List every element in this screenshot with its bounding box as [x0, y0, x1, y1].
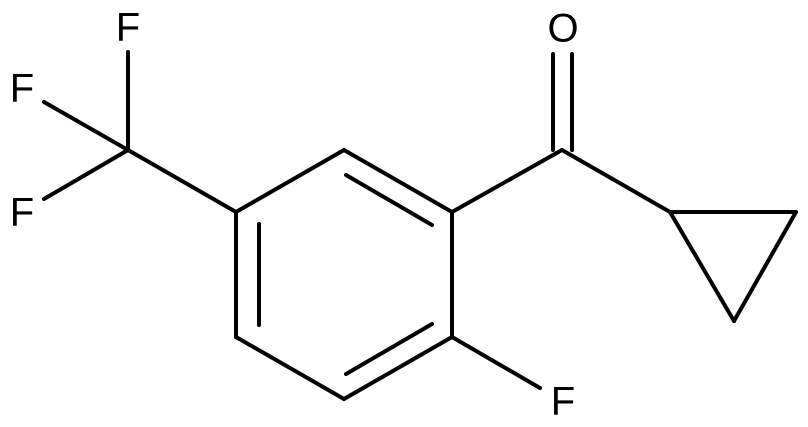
atom-fluorine-top: F — [116, 6, 140, 50]
bond-cf3-f-left — [42, 100, 130, 152]
bond-cyclopropyl-c — [668, 210, 736, 323]
bond-ring-c1-c2 — [234, 148, 346, 214]
atom-fluorine-left: F — [10, 67, 34, 111]
bond-ring-c4-c5 — [342, 335, 454, 401]
bond-ring-c4-c5-inner — [344, 322, 434, 376]
bond-ring-carbonyl — [450, 148, 564, 214]
atom-fluorine-ring: F — [551, 380, 575, 424]
bond-cyclopropyl-b — [732, 210, 798, 323]
atom-oxygen: O — [547, 7, 578, 51]
bond-cf3-f-bottom-left — [42, 148, 130, 201]
bond-ring-c2-c3-inner — [344, 173, 434, 227]
bond-ring-c5-c6 — [234, 335, 346, 401]
bond-ring-c2-c3 — [342, 148, 454, 214]
bond-carbonyl-cyclopropyl — [560, 148, 672, 214]
bond-ring-cf3 — [126, 148, 238, 214]
atom-fluorine-bottom-left: F — [10, 191, 34, 235]
bond-ring-fluorine — [450, 335, 542, 390]
